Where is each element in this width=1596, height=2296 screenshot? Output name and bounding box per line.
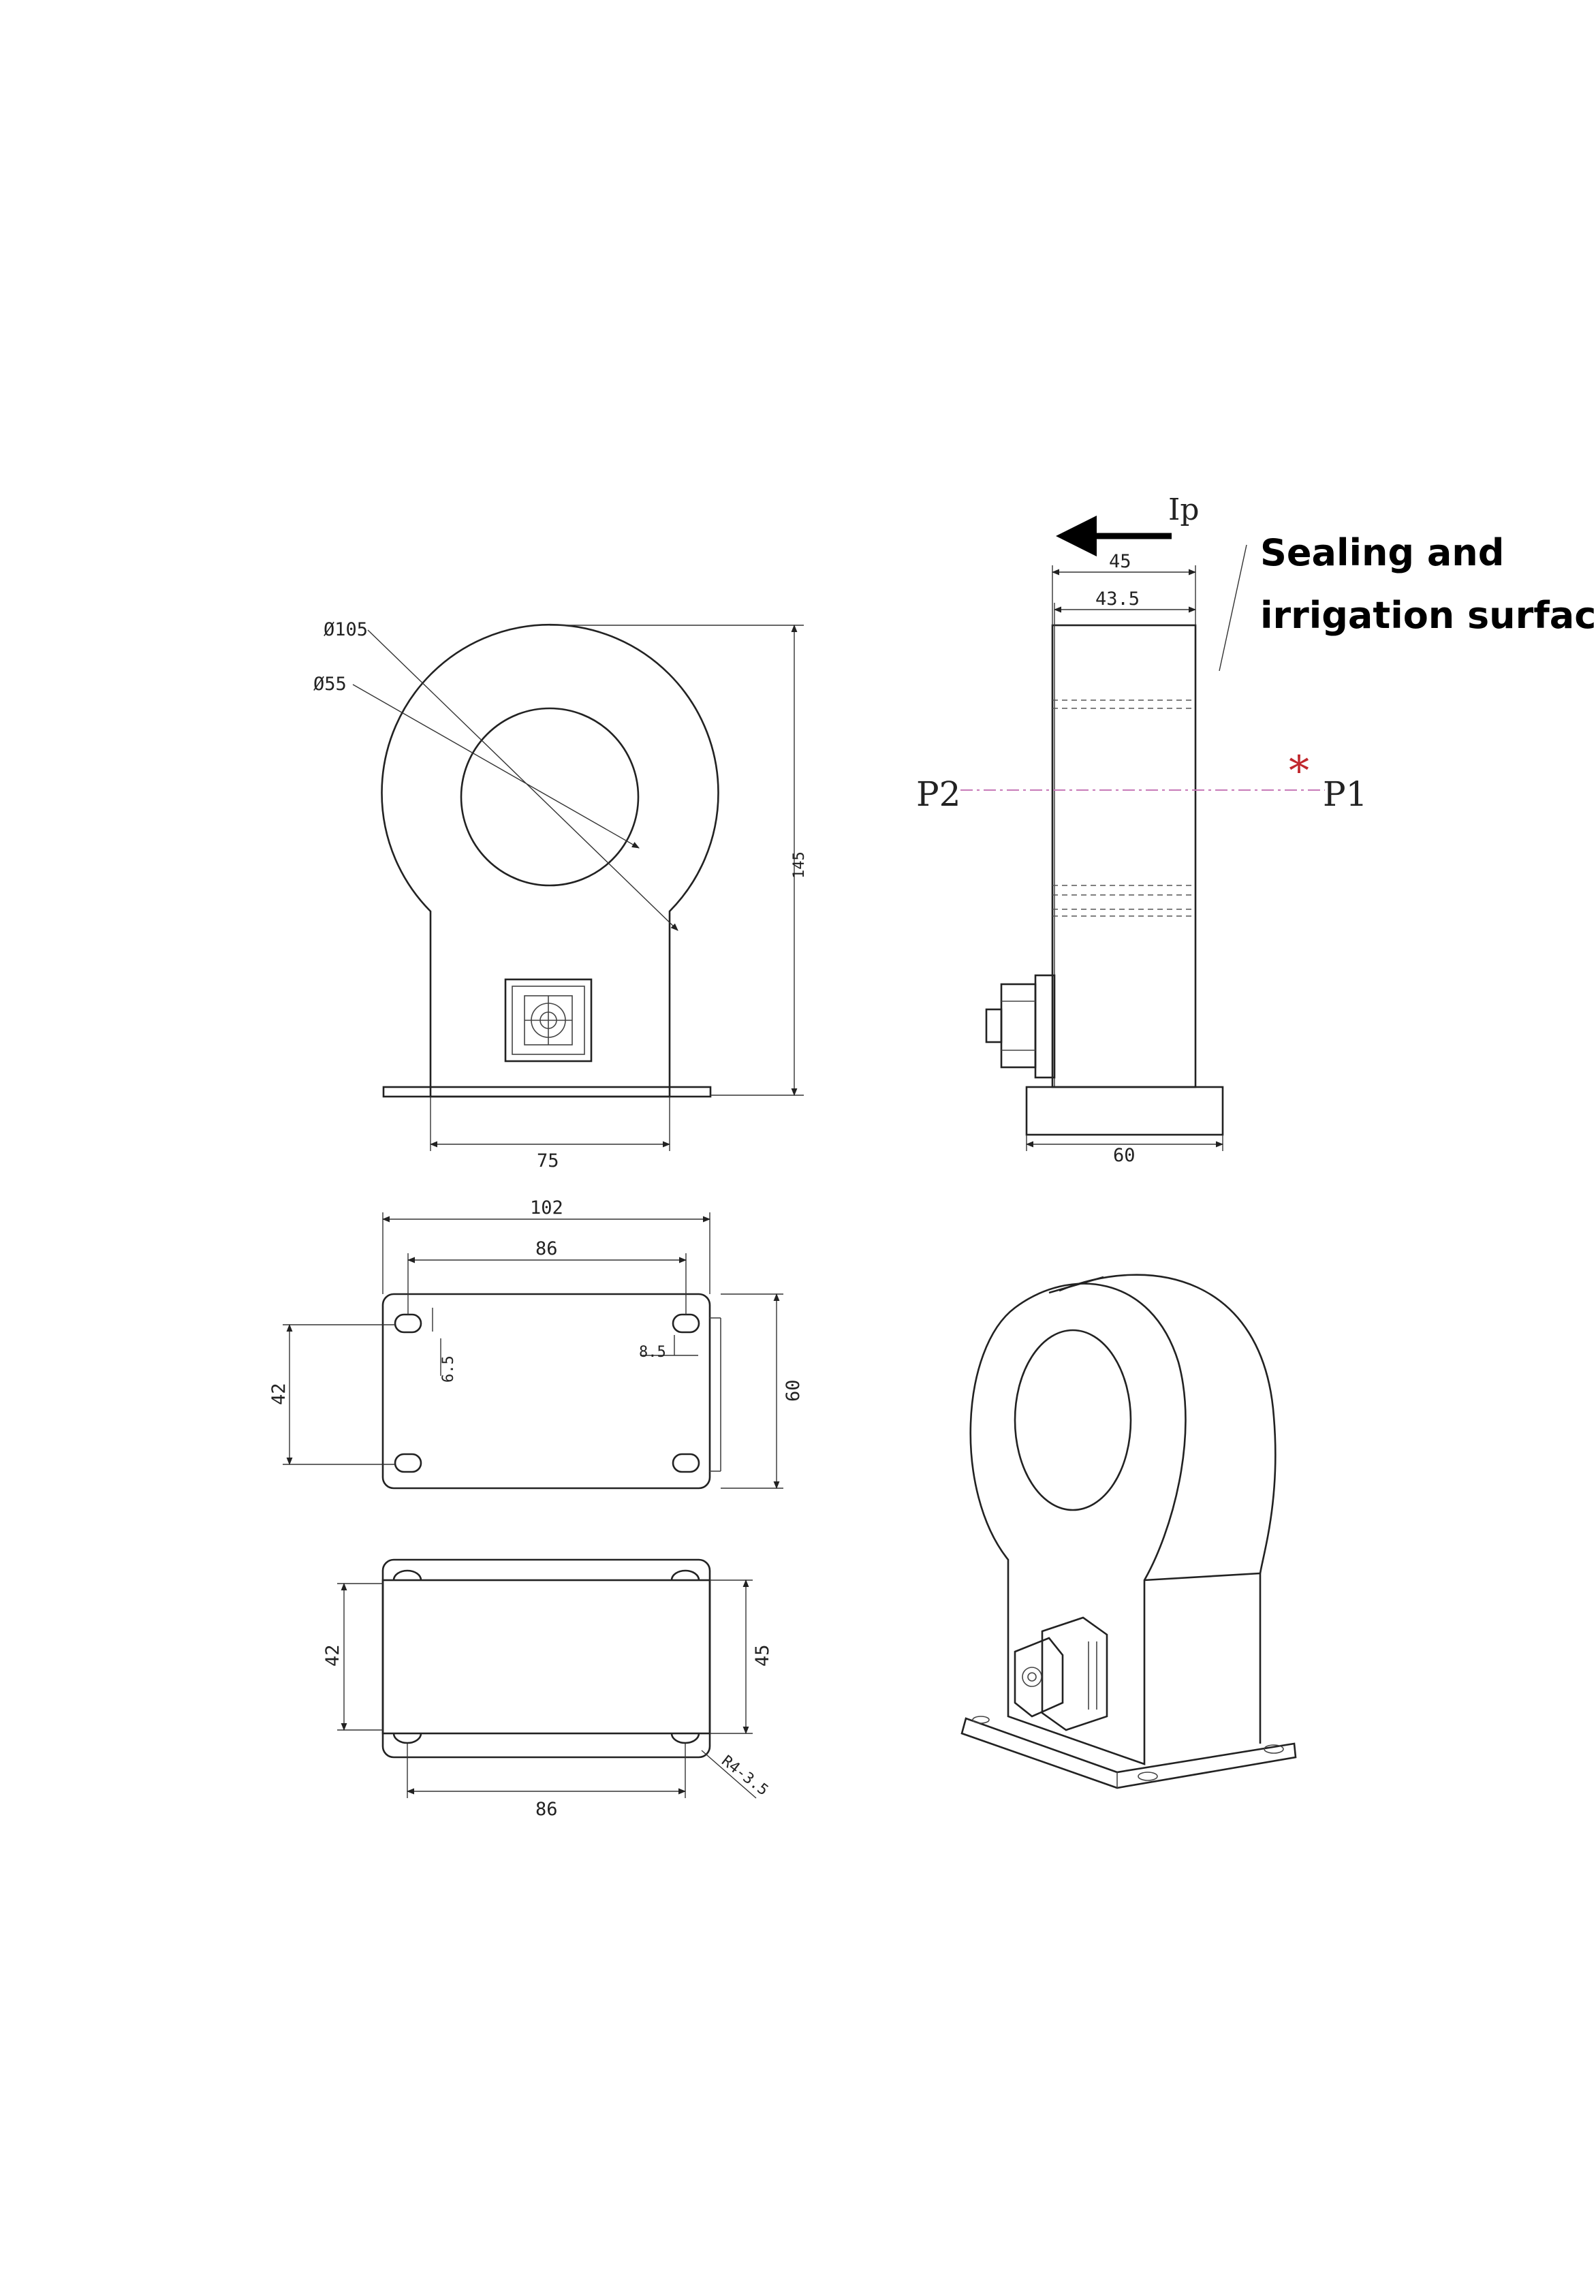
- bottom-mounting-slots: [394, 1313, 700, 1473]
- iso-front-face: [969, 1283, 1187, 1765]
- inner-diameter-label: Ø55: [313, 674, 347, 695]
- iso-base-plate: [960, 1717, 1297, 1789]
- front-base-dimension: [429, 1097, 671, 1151]
- side-width-top-label: 45: [1109, 551, 1131, 572]
- bottom-hole-y-dimension: [283, 1323, 395, 1466]
- side-base-dimension: [1025, 1135, 1224, 1151]
- bottom-slot-dimensions: [432, 1308, 698, 1376]
- note-leader: [1219, 544, 1247, 672]
- bottom-hole-x-label: 86: [535, 1238, 558, 1259]
- outer-diameter-label: Ø105: [324, 619, 368, 640]
- top-plate: [381, 1558, 711, 1759]
- bottom-overall-width-label: 102: [530, 1197, 563, 1218]
- polarity-mark: *: [1289, 747, 1309, 795]
- front-connector: [504, 978, 593, 1063]
- top-height-right-label: 45: [752, 1644, 773, 1667]
- front-body-outline: [381, 623, 719, 1098]
- bottom-view: 6.5 8.5 102 86 42 60: [268, 1197, 804, 1490]
- bottom-hole-x-dimension: [407, 1253, 687, 1315]
- iso-stem-side: [1144, 1572, 1262, 1744]
- current-label: Ip: [1168, 492, 1200, 527]
- iso-view: [960, 1274, 1297, 1789]
- side-view: P2 P1 * Ip 45 43.5 60 Sealing and irriga…: [916, 492, 1596, 1166]
- side-top-dimensions: [1051, 565, 1197, 625]
- side-connector: [985, 974, 1056, 1079]
- port-p1-label: P1: [1323, 774, 1367, 814]
- top-view: 42 45 86 R4-3.5: [322, 1558, 773, 1820]
- top-hole-x-dimension: [406, 1744, 687, 1798]
- corner-radius-label: R4-3.5: [718, 1752, 771, 1799]
- front-height-dimension: [550, 624, 804, 1097]
- top-hole-x-label: 86: [535, 1799, 558, 1820]
- front-height-label: 145: [791, 851, 808, 879]
- front-diameter-leaders: [352, 629, 678, 931]
- top-body: [381, 1579, 711, 1735]
- front-base-width-label: 75: [537, 1150, 559, 1171]
- side-width-inner-label: 43.5: [1095, 588, 1140, 610]
- bottom-depth-label: 60: [783, 1379, 804, 1402]
- top-height-left-label: 42: [322, 1644, 343, 1667]
- top-mounting-holes: [392, 1569, 700, 1744]
- front-inner-bore: [460, 707, 640, 887]
- note-line-2: irrigation surface: [1260, 594, 1596, 637]
- iso-inner-bore: [1014, 1329, 1132, 1511]
- current-direction-arrow: [1056, 516, 1172, 556]
- corner-radius-leader: [701, 1750, 757, 1799]
- top-height-right-dimension: [710, 1579, 753, 1735]
- bottom-slot-b-label: 8.5: [639, 1344, 666, 1361]
- top-height-left-dimension: [337, 1582, 383, 1731]
- bottom-hole-y-label: 42: [268, 1383, 290, 1405]
- bottom-depth-dimension: [721, 1293, 783, 1490]
- bottom-plate: [381, 1293, 711, 1490]
- port-p2-label: P2: [916, 774, 960, 814]
- iso-ring-back: [1059, 1274, 1277, 1574]
- side-base-depth-label: 60: [1113, 1145, 1136, 1166]
- note-line-1: Sealing and: [1260, 531, 1504, 574]
- side-hidden-bands: [1052, 699, 1195, 917]
- iso-connector: [1014, 1616, 1108, 1731]
- side-base: [1025, 1086, 1224, 1136]
- front-base-plate: [382, 1086, 712, 1098]
- bottom-width-dimension: [381, 1212, 711, 1294]
- bottom-slot-a-label: 6.5: [440, 1355, 457, 1383]
- front-view: Ø105 Ø55 145 75: [313, 619, 808, 1171]
- side-body: [1051, 624, 1197, 1088]
